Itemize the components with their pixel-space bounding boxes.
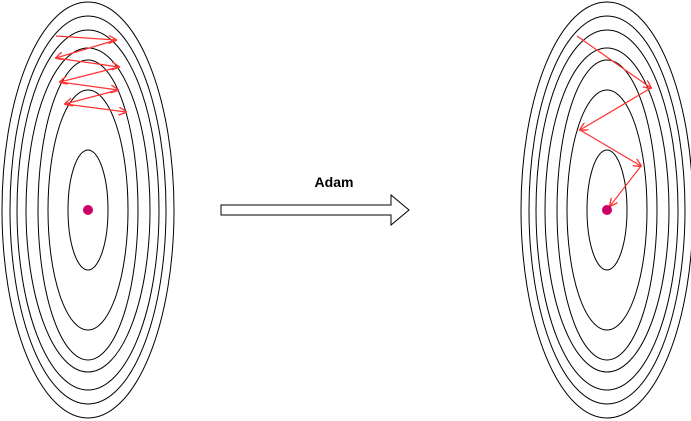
left-path-segment	[65, 89, 119, 104]
right-contour-plot	[520, 1, 691, 419]
left-path-segment	[59, 81, 118, 90]
right-minimum-point	[602, 205, 612, 215]
left-contour-ring-5	[37, 59, 139, 361]
adam-transition-arrow: Adam	[220, 174, 410, 227]
right-path-segment	[580, 87, 652, 130]
left-path-segment	[56, 39, 117, 58]
right-path-segment	[579, 129, 641, 166]
left-path-segment	[64, 103, 126, 112]
right-contour-rings	[520, 1, 691, 419]
right-path-segment	[576, 35, 651, 88]
left-contour-ring-2	[9, 15, 167, 405]
right-path-segment	[610, 165, 642, 206]
left-path-segment	[60, 66, 120, 82]
left-contour-ring-7	[67, 149, 109, 271]
arrow-label: Adam	[315, 174, 354, 190]
block-arrow-icon	[220, 193, 410, 227]
left-minimum-point	[83, 205, 93, 215]
right-contour-ring-5	[556, 59, 658, 361]
left-contour-plot	[1, 1, 175, 419]
left-path-segment	[55, 57, 119, 67]
right-contour-ring-4	[544, 47, 670, 373]
right-contour-ring-2	[528, 15, 686, 405]
left-contour-ring-1	[1, 1, 175, 419]
left-contour-ring-3	[16, 29, 160, 391]
right-contour-ring-1	[520, 1, 691, 419]
right-contour-ring-6	[566, 89, 648, 331]
right-contour-ring-3	[535, 29, 679, 391]
right-converging-path	[576, 35, 652, 206]
left-zigzag-path	[56, 36, 126, 112]
left-contour-ring-6	[47, 89, 129, 331]
left-contour-rings	[1, 1, 175, 419]
left-path-segment	[55, 36, 116, 40]
right-contour-ring-7	[586, 149, 628, 271]
